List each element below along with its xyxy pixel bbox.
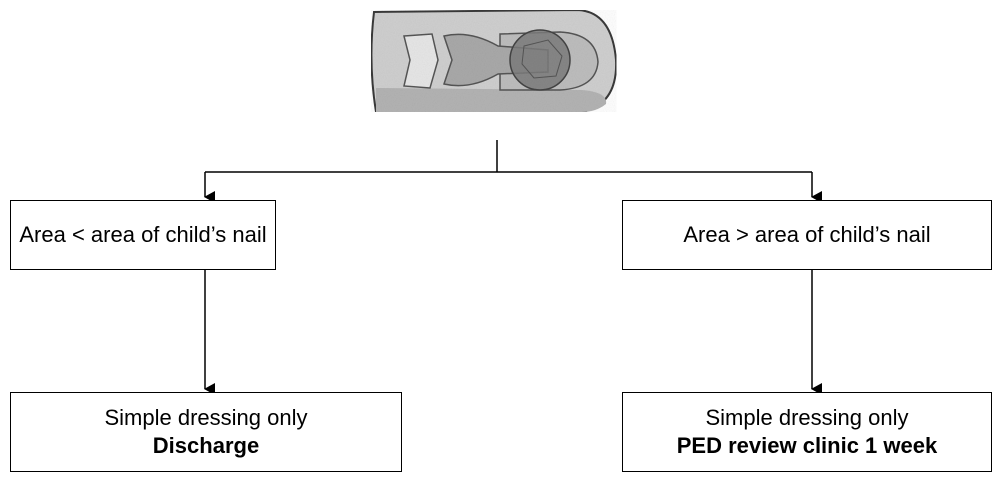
left-outcome-box: Simple dressing only Discharge <box>10 392 402 472</box>
left-outcome-disposition: Discharge <box>153 432 259 460</box>
right-condition-text: Area > area of child’s nail <box>683 221 930 249</box>
left-condition-text: Area < area of child’s nail <box>19 221 266 249</box>
left-condition-box: Area < area of child’s nail <box>10 200 276 270</box>
joint-segment <box>404 34 438 88</box>
right-outcome-box: Simple dressing only PED review clinic 1… <box>622 392 992 472</box>
finger-shadow <box>376 88 606 112</box>
right-condition-box: Area > area of child’s nail <box>622 200 992 270</box>
fingertip-injury-icon <box>371 10 616 112</box>
left-outcome-instruction: Simple dressing only <box>105 404 308 432</box>
right-outcome-disposition: PED review clinic 1 week <box>677 432 937 460</box>
right-outcome-instruction: Simple dressing only <box>706 404 909 432</box>
